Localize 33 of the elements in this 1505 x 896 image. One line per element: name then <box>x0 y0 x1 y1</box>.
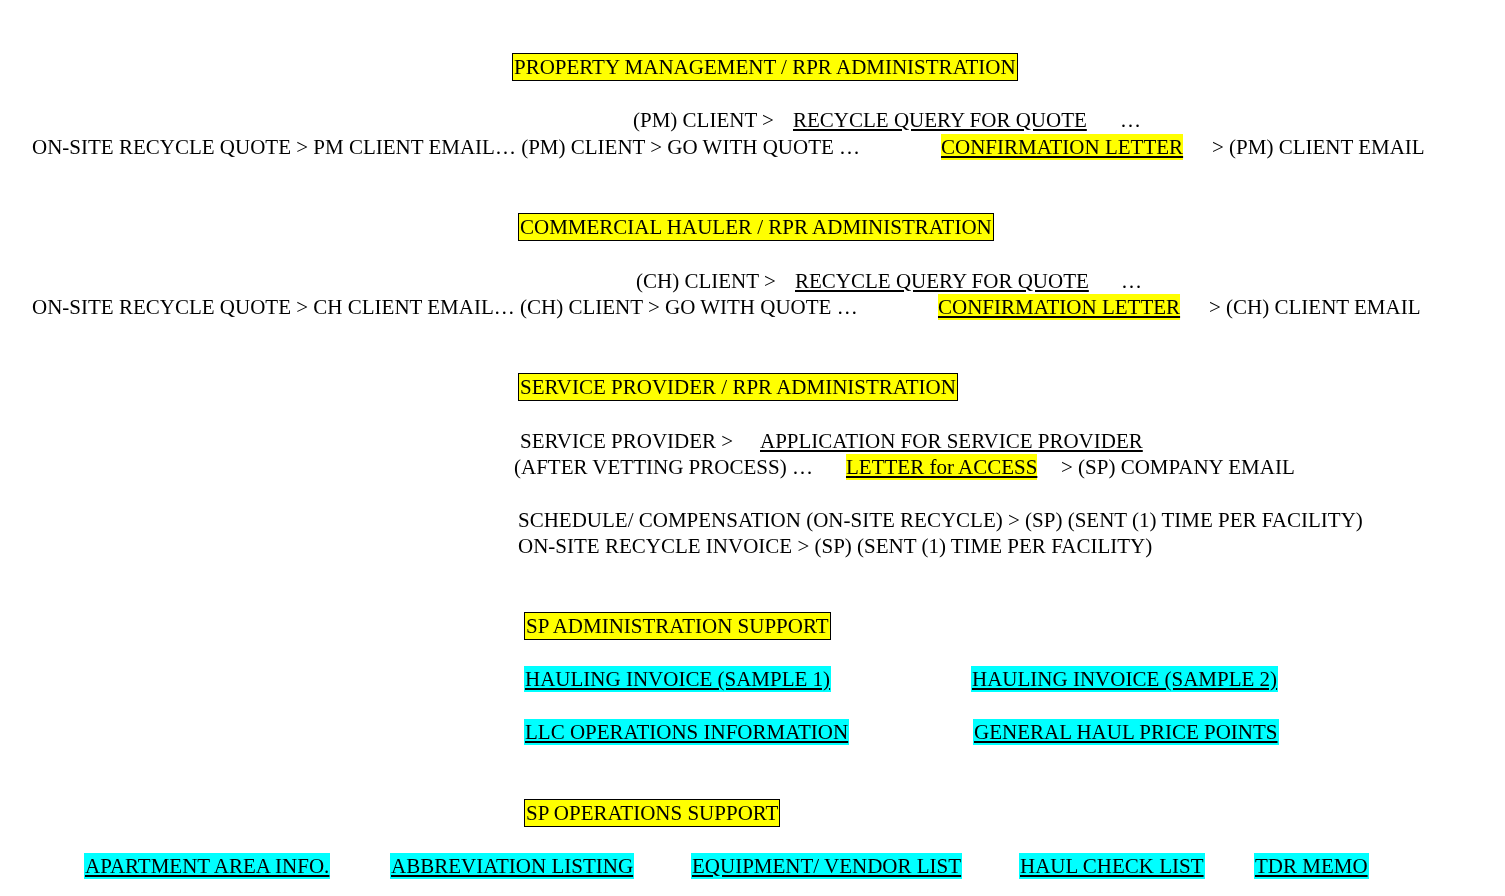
document-link: APPLICATION FOR SERVICE PROVIDER <box>760 428 1143 454</box>
flow-text: … <box>1120 107 1141 133</box>
flow-text: (PM) CLIENT > <box>633 107 774 133</box>
flow-text: > (CH) CLIENT EMAIL <box>1209 294 1421 320</box>
section-heading: SP OPERATIONS SUPPORT <box>524 799 781 827</box>
flow-text: (AFTER VETTING PROCESS) … <box>514 454 813 480</box>
flow-text: ON-SITE RECYCLE QUOTE > CH CLIENT EMAIL… (CH) CLIENT > GO WITH QUOTE … <box>32 294 858 320</box>
flow-text: ON-SITE RECYCLE QUOTE > PM CLIENT EMAIL… (PM) CLIENT > GO WITH QUOTE … <box>32 134 861 160</box>
highlighted-link: LETTER for ACCESS <box>846 454 1038 480</box>
flow-text: > (SP) COMPANY EMAIL <box>1061 454 1295 480</box>
highlighted-link: CONFIRMATION LETTER <box>938 294 1181 320</box>
document-link: HAUL CHECK LIST <box>1019 853 1205 879</box>
document-link: RECYCLE QUERY FOR QUOTE <box>793 107 1087 133</box>
flow-text: > (PM) CLIENT EMAIL <box>1212 134 1425 160</box>
document-link: GENERAL HAUL PRICE POINTS <box>973 719 1279 745</box>
document-link: LLC OPERATIONS INFORMATION <box>524 719 850 745</box>
flow-text: … <box>1121 268 1142 294</box>
document-link: APARTMENT AREA INFO. <box>84 853 331 879</box>
document-link: EQUIPMENT/ VENDOR LIST <box>691 853 963 879</box>
flow-text: ON-SITE RECYCLE INVOICE > (SP) (SENT (1) TIME PER FACILITY) <box>518 533 1153 559</box>
section-heading: COMMERCIAL HAULER / RPR ADMINISTRATION <box>518 213 994 241</box>
flow-text: (CH) CLIENT > <box>636 268 776 294</box>
highlighted-link: CONFIRMATION LETTER <box>941 134 1184 160</box>
flow-text: SERVICE PROVIDER > <box>520 428 734 454</box>
flow-text: SCHEDULE/ COMPENSATION (ON-SITE RECYCLE) > (SP) (SENT (1) TIME PER FACILITY) <box>518 507 1363 533</box>
document-link: ABBREVIATION LISTING <box>390 853 635 879</box>
section-heading: SERVICE PROVIDER / RPR ADMINISTRATION <box>518 373 958 401</box>
document-link: TDR MEMO <box>1254 853 1369 879</box>
document-link: RECYCLE QUERY FOR QUOTE <box>795 268 1089 294</box>
document-link: HAULING INVOICE (SAMPLE 2) <box>971 666 1279 692</box>
section-heading: PROPERTY MANAGEMENT / RPR ADMINISTRATION <box>512 53 1018 81</box>
section-heading: SP ADMINISTRATION SUPPORT <box>524 612 831 640</box>
document-link: HAULING INVOICE (SAMPLE 1) <box>524 666 832 692</box>
